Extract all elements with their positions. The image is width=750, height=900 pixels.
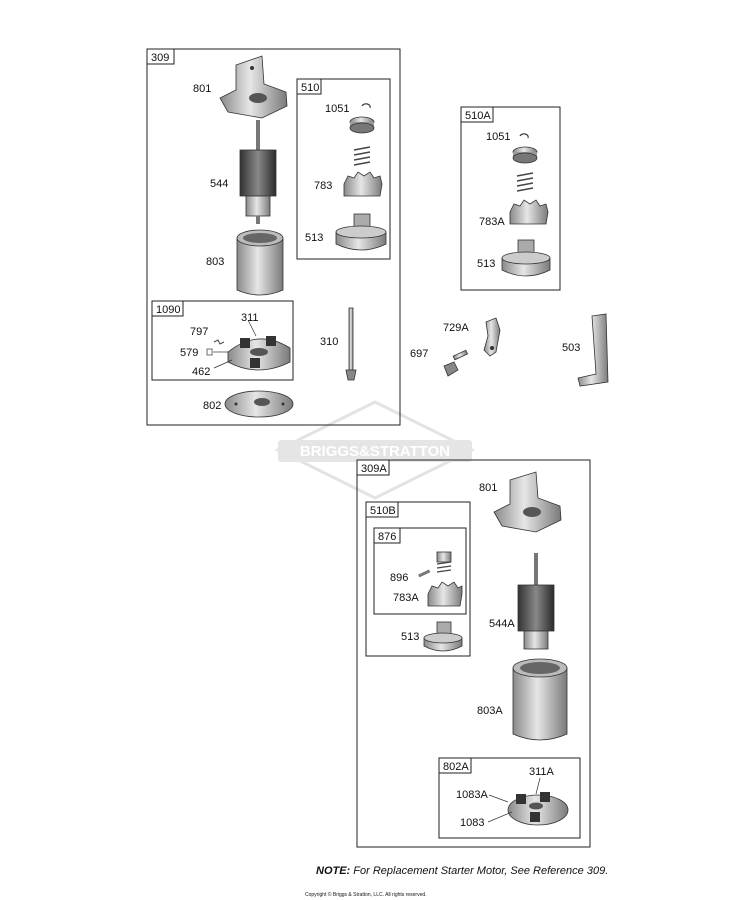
part-311-label: 311 — [241, 312, 259, 324]
pinion-gear-783A — [509, 199, 549, 225]
part-1051b-label: 1051 — [486, 131, 510, 143]
roll-pin-896 — [418, 569, 431, 578]
part-783-label: 783 — [314, 180, 332, 192]
group-510B-label: 510B — [370, 505, 396, 517]
watermark-text: BRIGGS&STRATTON — [300, 443, 450, 460]
through-bolt-310 — [345, 307, 357, 381]
group-309A-label: 309A — [361, 463, 387, 475]
group-510A-label: 510A — [465, 110, 491, 122]
group-309-frame — [146, 48, 401, 426]
drive-513 — [335, 213, 387, 251]
replacement-note: NOTE: For Replacement Starter Motor, See… — [316, 865, 608, 877]
group-510A-frame — [460, 106, 561, 291]
terminal-729A — [483, 317, 501, 357]
part-783A-label: 783A — [479, 216, 505, 228]
copyright-text: Copyright © Briggs & Stratton, LLC. All … — [305, 892, 427, 898]
group-802A-frame — [438, 757, 581, 839]
part-1083A-label: 1083A — [456, 789, 488, 801]
brush-plate-311 — [227, 336, 291, 371]
part-462-label: 462 — [192, 366, 210, 378]
part-801b-label: 801 — [479, 482, 497, 494]
bracket-503 — [577, 313, 609, 387]
end-cap-801 — [219, 55, 288, 119]
drive-513b — [501, 239, 551, 277]
spring-510 — [353, 146, 371, 166]
group-510-frame — [296, 78, 391, 260]
watermark-logo: BRIGGS&STRATTON — [274, 400, 476, 500]
stop-nut-510 — [349, 116, 375, 134]
pinion-gear-783Ab — [427, 581, 463, 607]
group-309-tag — [146, 48, 175, 65]
armature-544A — [517, 553, 555, 650]
housing-803A — [512, 658, 568, 741]
brush-end-cap-802A — [507, 792, 569, 826]
pinion-assembly-876 — [436, 551, 452, 573]
part-697-label: 697 — [410, 348, 428, 360]
part-783Ab-label: 783A — [393, 592, 419, 604]
group-1090-frame — [151, 300, 294, 381]
end-cap-802 — [224, 390, 294, 418]
screw-697 — [443, 349, 469, 377]
part-544-label: 544 — [210, 178, 228, 190]
group-309-label: 309 — [151, 52, 169, 64]
part-802-label: 802 — [203, 400, 221, 412]
part-513b-label: 513 — [477, 258, 495, 270]
part-803-label: 803 — [206, 256, 224, 268]
group-309A-tag — [356, 459, 390, 476]
group-510-label: 510 — [301, 82, 319, 94]
end-cap-801b — [493, 471, 562, 533]
part-1051-label: 1051 — [325, 103, 349, 115]
group-802A-label: 802A — [443, 761, 469, 773]
part-503-label: 503 — [562, 342, 580, 354]
group-510A-tag — [460, 106, 494, 123]
retaining-ring-1051b — [519, 133, 529, 139]
group-802A-tag — [438, 757, 472, 774]
part-544A-label: 544A — [489, 618, 515, 630]
note-prefix: NOTE: — [316, 865, 351, 877]
brush-spring-797 — [213, 339, 225, 345]
group-510-tag — [296, 78, 322, 95]
part-1083-label: 1083 — [460, 817, 484, 829]
brush-579 — [206, 348, 213, 356]
pinion-gear-783 — [343, 171, 383, 197]
group-876-label: 876 — [378, 531, 396, 543]
part-801-label: 801 — [193, 83, 211, 95]
spring-510A — [516, 172, 534, 192]
part-513c-label: 513 — [401, 631, 419, 643]
group-1090-tag — [151, 300, 184, 317]
part-513-label: 513 — [305, 232, 323, 244]
stop-nut-510A — [512, 146, 538, 164]
part-310-label: 310 — [320, 336, 338, 348]
drive-513c — [423, 621, 463, 652]
part-311A-label: 311A — [529, 766, 555, 778]
note-text: For Replacement Starter Motor, See Refer… — [350, 865, 609, 877]
part-896-label: 896 — [390, 572, 408, 584]
part-797-label: 797 — [190, 326, 208, 338]
part-803A-label: 803A — [477, 705, 503, 717]
group-309A-frame — [356, 459, 591, 848]
group-1090-label: 1090 — [156, 304, 180, 316]
part-729A-label: 729A — [443, 322, 469, 334]
retaining-ring-1051 — [361, 103, 371, 109]
group-876-tag — [373, 527, 401, 544]
group-510B-frame — [365, 501, 471, 657]
housing-803 — [236, 229, 284, 296]
group-510B-tag — [365, 501, 399, 518]
group-876-frame — [373, 527, 467, 615]
part-579-label: 579 — [180, 347, 198, 359]
armature-544 — [239, 120, 277, 224]
